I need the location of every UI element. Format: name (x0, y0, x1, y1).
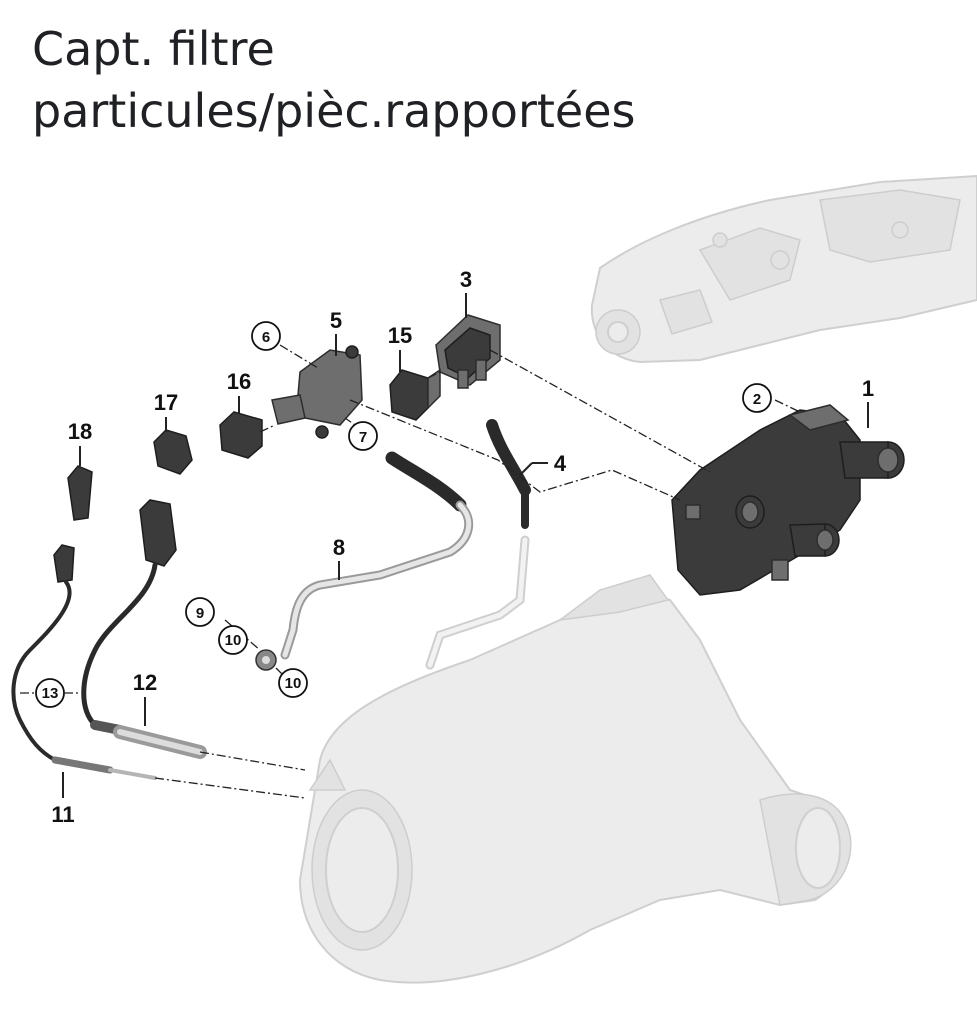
label-10b: 10 (285, 675, 302, 692)
label-3: 3 (460, 267, 472, 292)
particle-filter-body (298, 574, 852, 984)
differential-sensor (271, 345, 363, 439)
label-13: 13 (42, 685, 59, 702)
lambda-sensor-12 (81, 499, 207, 759)
label-10a: 10 (225, 632, 242, 649)
title-line-1: Capt. filtre (32, 22, 275, 76)
part-labels: 1 3 4 5 8 11 12 15 16 17 18 (51, 267, 874, 827)
label-15: 15 (388, 323, 412, 348)
label-9: 9 (196, 605, 204, 622)
label-16: 16 (227, 369, 251, 394)
pipe-8 (255, 451, 474, 671)
page-title: Capt. filtre particules/pièc.rapportées (32, 18, 962, 142)
label-2: 2 (753, 391, 761, 408)
temperature-sensor-11 (11, 580, 157, 780)
pressure-sensor (435, 314, 501, 389)
label-5: 5 (330, 308, 342, 333)
title-line-2: particules/pièc.rapportées (32, 84, 636, 138)
connector-18 (53, 465, 93, 583)
label-6: 6 (262, 329, 270, 346)
hose-4 (486, 419, 531, 529)
label-1: 1 (862, 376, 874, 401)
sensor-bracket (671, 404, 905, 596)
ghost-pipe (425, 535, 530, 670)
connector-17 (153, 429, 193, 475)
label-17: 17 (154, 390, 178, 415)
engine-housing-background (590, 174, 977, 364)
label-7: 7 (359, 429, 367, 446)
label-18: 18 (68, 419, 92, 444)
connector-16 (219, 411, 263, 459)
circled-labels: 2 6 7 9 10 10 13 (20, 321, 772, 708)
label-8: 8 (333, 535, 345, 560)
connector-15 (389, 368, 441, 421)
label-11: 11 (51, 802, 74, 827)
label-12: 12 (133, 670, 157, 695)
label-4: 4 (554, 451, 567, 476)
